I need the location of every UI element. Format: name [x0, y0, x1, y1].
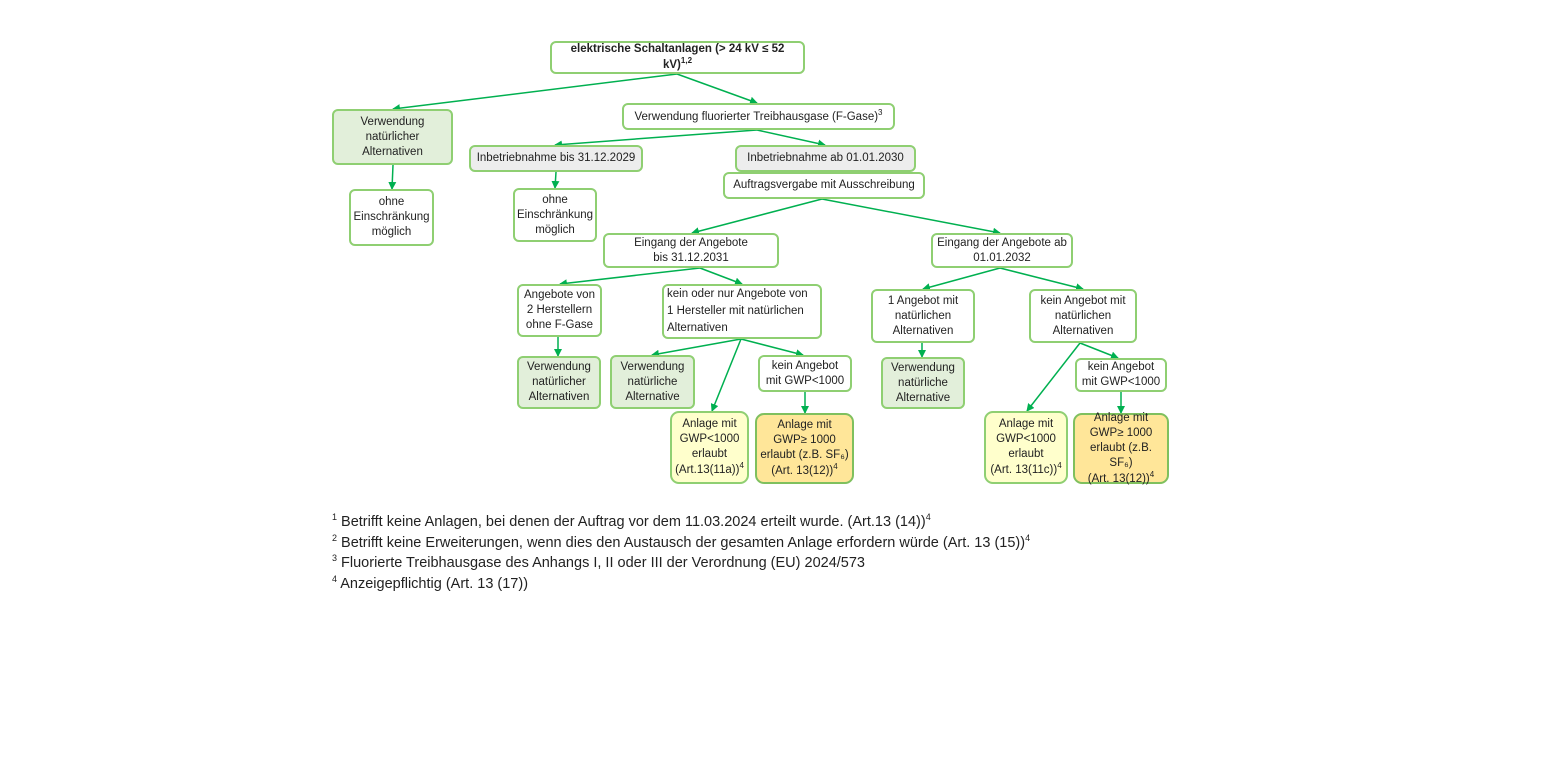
footnote-1: 1 Betrifft keine Anlagen, bei denen der …	[332, 512, 1030, 533]
arrow	[388, 164, 397, 190]
arrow	[554, 129, 758, 149]
root-node-content: elektrische Schaltanlagen (> 24 kV ≤ 52 …	[555, 42, 800, 73]
node-text: Verwendung fluorierter Treibhausgase (F-…	[634, 110, 879, 123]
offers-from-2032-node: Eingang der Angebote ab 01.01.2032	[931, 233, 1073, 268]
footnote-3: 3 Fluorierte Treibhausgase des Anhangs I…	[332, 553, 1030, 574]
arrow	[676, 73, 758, 105]
footnote-ref: 1,2	[680, 56, 693, 66]
footnote-number: 2	[332, 532, 338, 543]
arrow	[756, 129, 826, 148]
arrow	[1079, 342, 1119, 360]
arrow	[651, 338, 742, 358]
root-node: elektrische Schaltanlagen (> 24 kV ≤ 52 …	[550, 41, 805, 74]
arrow	[1026, 342, 1081, 412]
footnote-text: Betrifft keine Erweiterungen, wenn dies …	[337, 534, 1026, 551]
unrestricted-node-1: ohne Einschränkung möglich	[349, 189, 434, 246]
unrestricted-node-2: ohne Einschränkung möglich	[513, 188, 597, 242]
arrow	[699, 267, 743, 286]
arrow	[740, 338, 804, 358]
footnote-number: 4	[332, 573, 338, 584]
footnote-text: Anzeigepflichtig (Art. 13 (17))	[337, 575, 529, 592]
no-offer-natural-node: kein Angebot mit natürlichen Alternative…	[1029, 289, 1137, 343]
use-natural-node-2: Verwendung natürliche Alternative	[610, 355, 695, 409]
gwp-above-1000-node-2: Anlage mit GWP≥ 1000 erlaubt (z.B. SF₆) …	[1073, 411, 1169, 485]
footnote-ref: 4	[833, 462, 838, 472]
node-text: Anlage mit GWP<1000 erlaubt (Art.13(11a)…	[675, 418, 740, 476]
footnote-number: 3	[332, 553, 338, 564]
commissioning-until-2029-node: Inbetriebnahme bis 31.12.2029	[469, 145, 643, 172]
footnote-text: Betrifft keine Anlagen, bei denen der Au…	[337, 514, 926, 530]
arrow	[559, 267, 701, 288]
arrow	[710, 338, 742, 412]
fgas-node: Verwendung fluorierter Treibhausgase (F-…	[622, 103, 895, 130]
natural-alternatives-node: Verwendung natürlicher Alternativen	[332, 109, 453, 165]
tender-node: Auftragsvergabe mit Ausschreibung	[723, 172, 925, 199]
use-natural-node-3: Verwendung natürliche Alternative	[881, 357, 965, 409]
footnotes: 1 Betrifft keine Anlagen, bei denen der …	[332, 512, 1030, 594]
footnote-ref: 4	[1149, 469, 1155, 479]
two-manufacturers-node: Angebote von 2 Herstellern ohne F-Gase	[517, 284, 602, 337]
use-natural-node-1: Verwendung natürlicher Alternativen	[517, 356, 601, 409]
footnote-2: 2 Betrifft keine Erweiterungen, wenn die…	[332, 533, 1030, 554]
arrow	[821, 198, 1001, 236]
footnote-ref: 3	[878, 107, 883, 117]
gwp-above-1000-node-1: Anlage mit GWP≥ 1000 erlaubt (z.B. SF₆) …	[755, 413, 854, 484]
no-gwp-offer-node-2: kein Angebot mit GWP<1000	[1075, 358, 1167, 392]
arrow	[392, 73, 678, 113]
fgas-node-content: Verwendung fluorierter Treibhausgase (F-…	[634, 107, 883, 125]
commissioning-from-2030-node: Inbetriebnahme ab 01.01.2030	[735, 145, 916, 172]
gwp-below-1000-node-2: Anlage mit GWP<1000 erlaubt (Art. 13(11c…	[984, 411, 1068, 484]
offers-until-2031-node: Eingang der Angebote bis 31.12.2031	[603, 233, 779, 268]
footnote-number: 1	[332, 512, 338, 523]
one-offer-natural-node: 1 Angebot mit natürlichen Alternativen	[871, 289, 975, 343]
node-text: Anlage mit GWP<1000 erlaubt (Art. 13(11c…	[990, 418, 1058, 476]
footnote-4: 4 Anzeigepflichtig (Art. 13 (17))	[332, 574, 1030, 595]
no-gwp-offer-node-1: kein Angebot mit GWP<1000	[758, 355, 852, 392]
footnote-ref: 4	[1057, 461, 1062, 471]
node-text: Anlage mit GWP≥ 1000 erlaubt (z.B. SF₆) …	[1087, 411, 1153, 485]
node-text: elektrische Schaltanlagen (> 24 kV ≤ 52 …	[570, 43, 785, 71]
arrow	[922, 267, 1001, 292]
arrow	[551, 171, 560, 189]
none-or-one-manufacturer-node: kein oder nur Angebote von 1 Hersteller …	[662, 284, 822, 339]
node-text: Anlage mit GWP≥ 1000 erlaubt (z.B. SF₆) …	[760, 419, 849, 477]
gwp-below-1000-node-1: Anlage mit GWP<1000 erlaubt (Art.13(11a)…	[670, 411, 749, 484]
footnote-text: Fluorierte Treibhausgase des Anhangs I, …	[337, 555, 865, 571]
arrow	[999, 267, 1084, 292]
footnote-ref: 4	[1025, 532, 1031, 543]
arrow	[691, 198, 823, 236]
footnote-ref: 4	[925, 512, 931, 523]
footnote-ref: 4	[739, 461, 744, 471]
